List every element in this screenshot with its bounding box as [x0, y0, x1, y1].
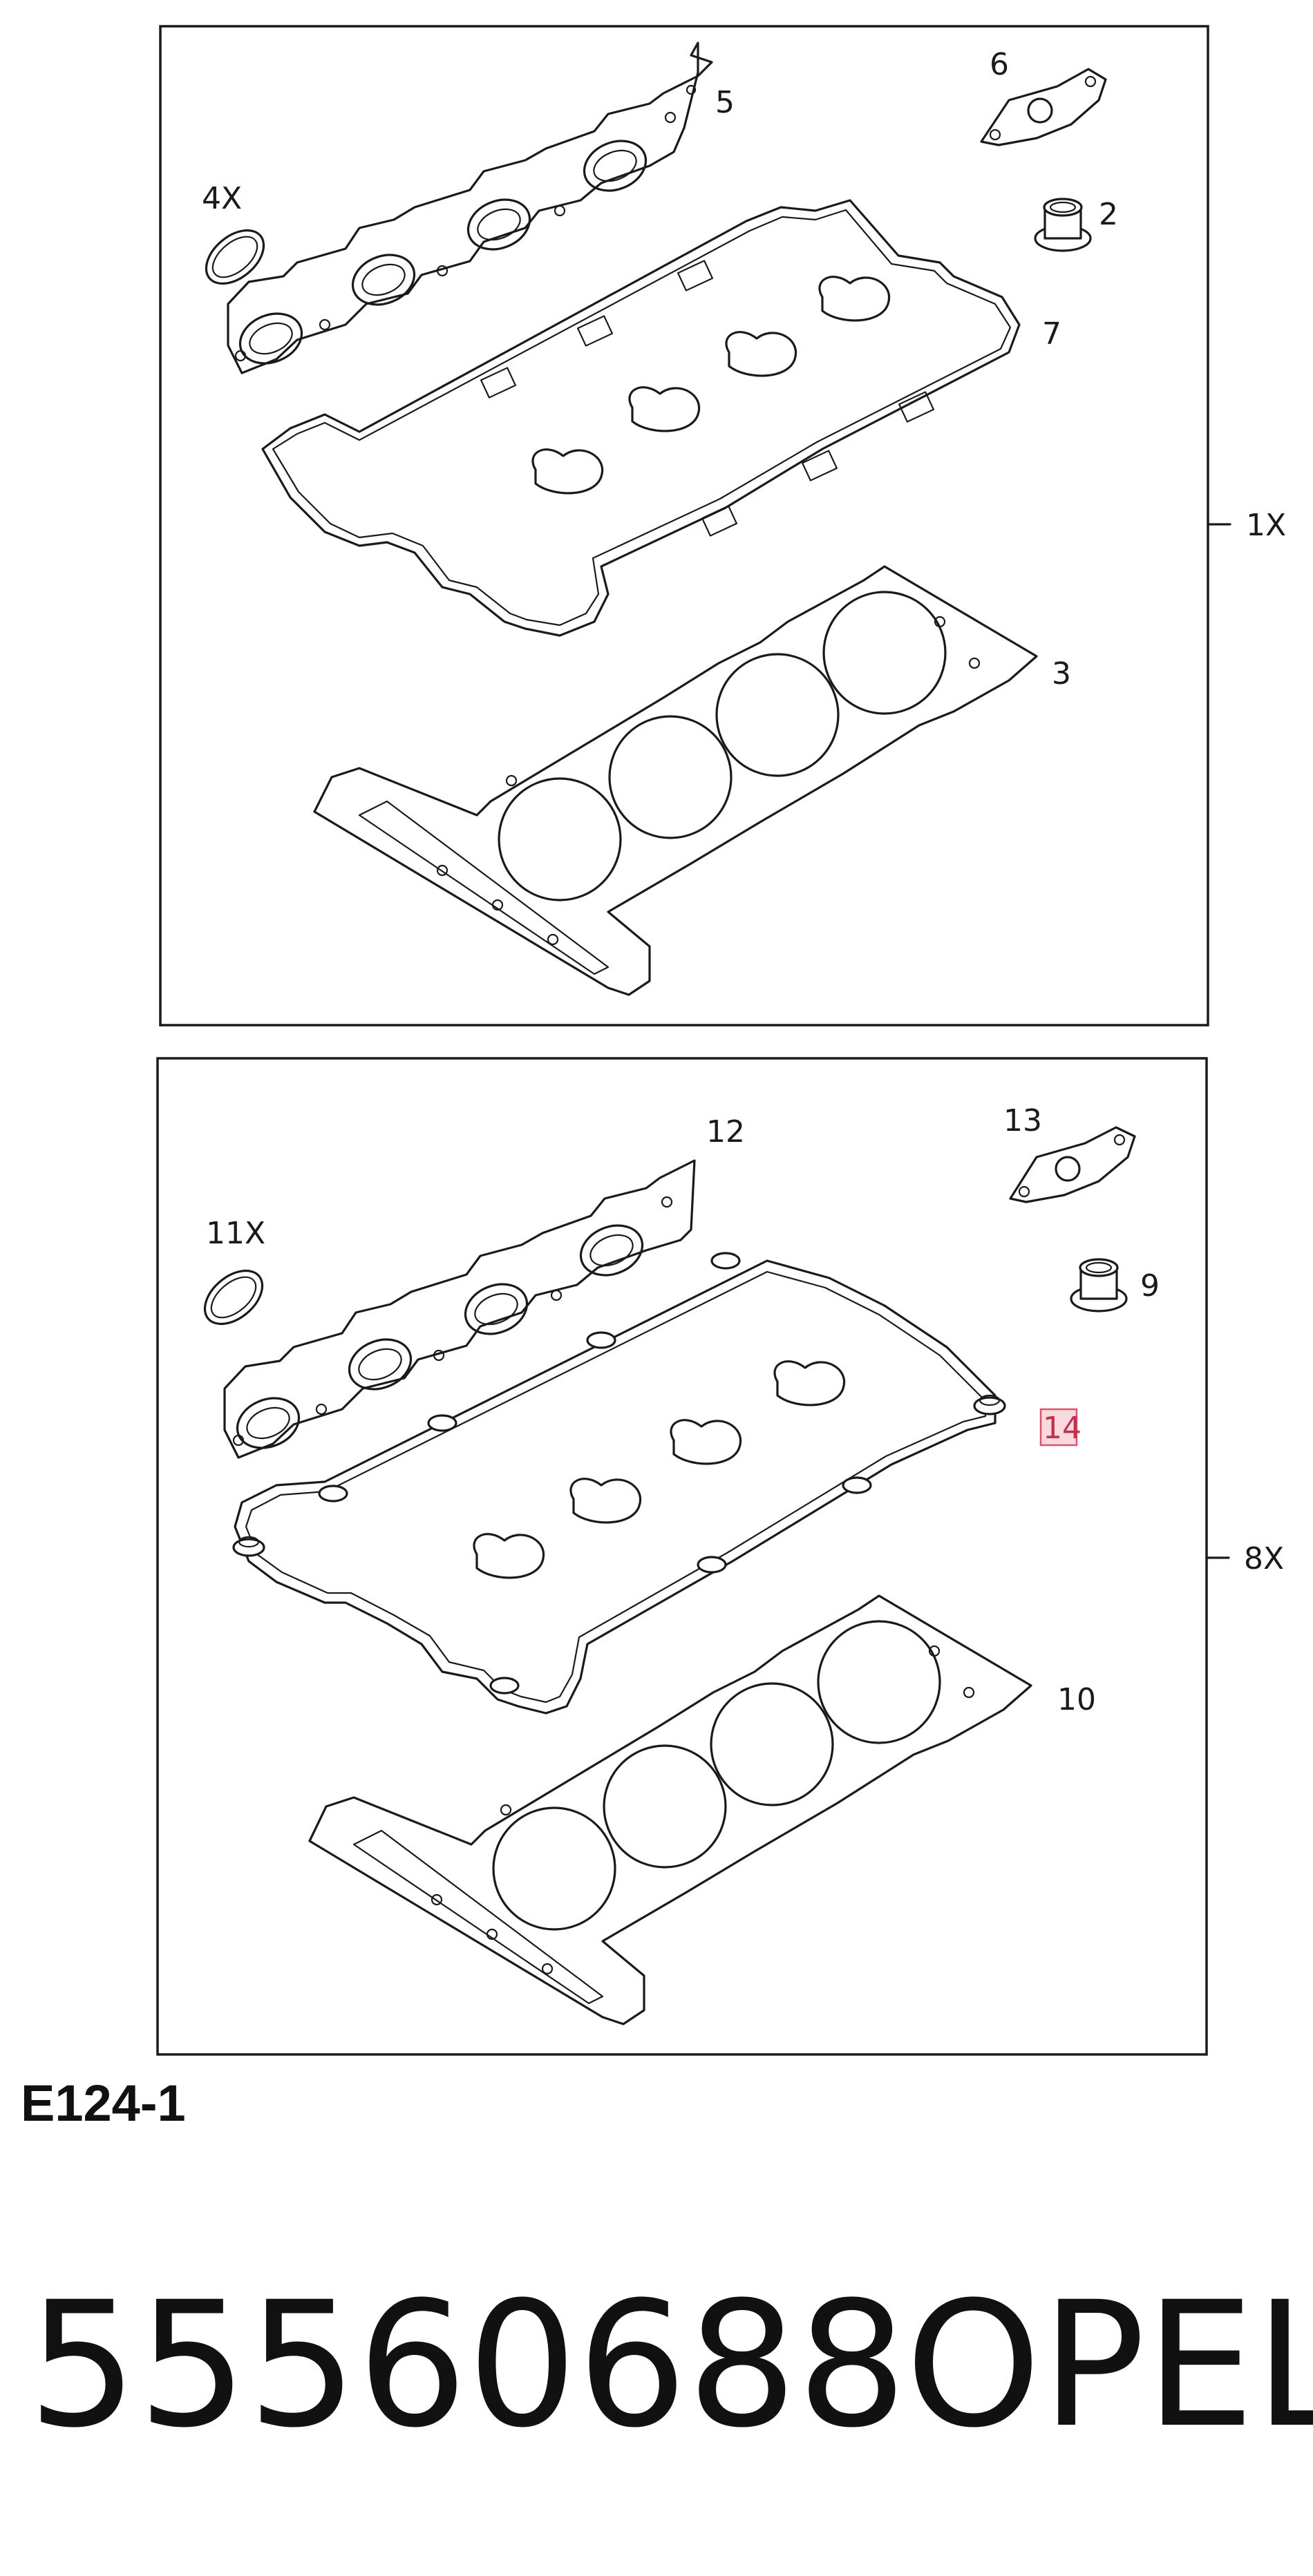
callout-2[interactable]: 2	[1099, 197, 1118, 232]
callout-14[interactable]: 14	[1043, 1411, 1081, 1446]
part-12-manifold-gasket[interactable]	[223, 1159, 696, 1459]
callout-12[interactable]: 12	[706, 1114, 745, 1149]
group-label-bottom: 8X	[1244, 1541, 1284, 1576]
callout-7[interactable]: 7	[1042, 316, 1061, 352]
callout-10[interactable]: 10	[1057, 1682, 1096, 1717]
callout-5[interactable]: 5	[715, 85, 735, 120]
part-10-head-gasket[interactable]	[308, 1594, 1032, 2025]
part-number: 55560688	[28, 2264, 907, 2465]
panel-top: 1X 5 6 4X	[159, 25, 1286, 1027]
group-label-top: 1X	[1246, 508, 1286, 543]
part-3-head-gasket[interactable]	[313, 565, 1038, 996]
part-9-plug-seal[interactable]	[1070, 1258, 1128, 1313]
part-14-valve-cover-gasket[interactable]	[232, 1252, 1006, 1715]
callout-4x[interactable]: 4X	[202, 181, 242, 216]
diagram-code: E124-1	[21, 2074, 186, 2132]
part-5-manifold-gasket[interactable]	[227, 41, 713, 374]
callout-14-highlight	[1039, 1408, 1078, 1447]
brand-name: OPEL	[905, 2264, 1313, 2465]
part-11x-ring-seal[interactable]	[195, 1260, 272, 1335]
part-7-valve-cover-gasket[interactable]	[261, 199, 1021, 637]
callout-11x[interactable]: 11X	[206, 1216, 265, 1251]
callout-9[interactable]: 9	[1140, 1268, 1160, 1304]
panel-bottom-frame	[156, 1057, 1208, 2056]
callout-6[interactable]: 6	[990, 47, 1009, 82]
part-13-plate-gasket[interactable]	[1009, 1126, 1136, 1203]
callout-3[interactable]: 3	[1052, 656, 1071, 691]
part-6-plate-gasket[interactable]	[980, 68, 1107, 146]
part-4x-ring-seal[interactable]	[196, 220, 274, 294]
callout-13[interactable]: 13	[1003, 1103, 1042, 1138]
panel-top-frame	[159, 25, 1209, 1027]
part-2-plug-seal[interactable]	[1034, 198, 1092, 252]
panel-bottom: 8X 12 13 11X	[156, 1057, 1284, 2056]
